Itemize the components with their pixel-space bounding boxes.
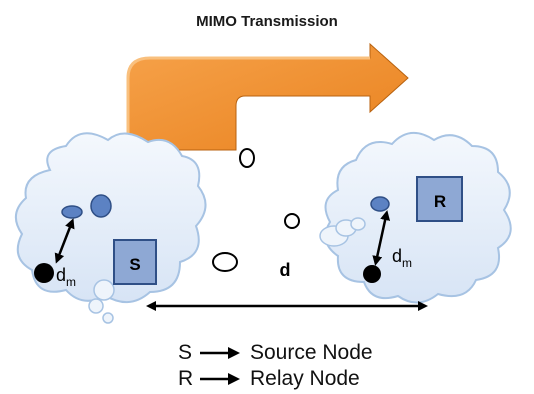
relay-cluster-distance-main: d xyxy=(392,246,402,266)
legend-source-key: S xyxy=(178,341,193,364)
relay-cluster-distance-arrow xyxy=(372,210,391,266)
relay-cluster-node-1 xyxy=(370,196,390,212)
source-cluster-distance-label: dm xyxy=(56,265,76,289)
intermediate-node-3 xyxy=(212,252,238,272)
legend-relay: R Relay Node xyxy=(178,366,360,392)
legend-source-text: Source Node xyxy=(250,341,373,364)
source-node-box xyxy=(113,239,157,285)
legend-arrow-icon xyxy=(200,372,242,386)
legend-source: S Source Node xyxy=(178,340,373,366)
relay-cluster-cloud xyxy=(319,132,512,304)
legend-relay-text: Relay Node xyxy=(250,367,360,390)
source-cluster-distance-sub: m xyxy=(66,275,76,289)
relay-node-box xyxy=(416,176,463,222)
legend-relay-key: R xyxy=(178,367,194,390)
source-cluster-node-2 xyxy=(90,194,112,218)
source-cluster-node-1 xyxy=(61,205,83,219)
source-cluster-cloud xyxy=(15,132,207,324)
relay-black-node xyxy=(363,265,381,283)
source-black-node xyxy=(34,263,54,283)
relay-cluster-distance-label: dm xyxy=(392,246,412,270)
source-node-label: S xyxy=(129,255,140,274)
legend-arrow-icon xyxy=(200,346,242,360)
intermediate-node-2 xyxy=(284,213,300,229)
relay-node-label: R xyxy=(434,192,446,211)
intermediate-node-1 xyxy=(239,148,255,168)
mimo-transmission-arrow xyxy=(126,42,409,151)
relay-cluster-distance-sub: m xyxy=(402,256,412,270)
distance-label: d xyxy=(280,260,291,280)
source-cluster-distance-arrow xyxy=(54,218,75,264)
diagram-title: MIMO Transmission xyxy=(196,13,338,30)
source-cluster-distance-main: d xyxy=(56,265,66,285)
